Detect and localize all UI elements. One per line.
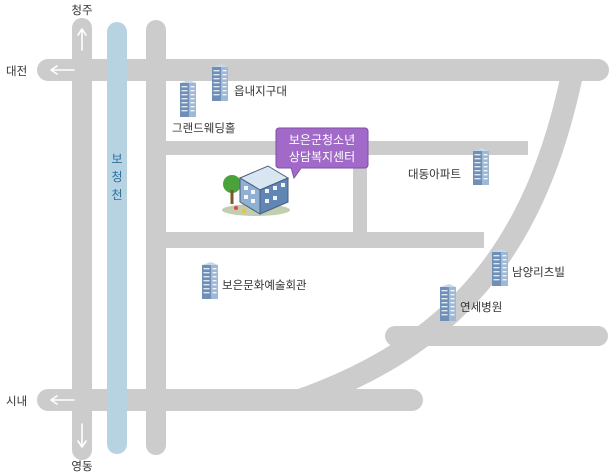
building-icon xyxy=(440,284,456,321)
landmark-label: 남양리츠빌 xyxy=(512,265,565,279)
direction-north-label: 청주 xyxy=(71,3,92,17)
direction-west-top-label: 대전 xyxy=(6,64,27,78)
landmark-culture-hall: 보은문화예술회관 xyxy=(202,262,307,299)
building-icon xyxy=(180,80,196,117)
target-label-line2: 상담복지센터 xyxy=(289,150,355,164)
building-icon xyxy=(212,64,228,101)
landmark-label: 보은문화예술회관 xyxy=(222,278,307,292)
landmark-label: 그랜드웨딩홀 xyxy=(172,121,235,135)
landmark-label: 연세병원 xyxy=(460,300,502,314)
arrow-left-icon xyxy=(50,395,75,405)
building-icon xyxy=(492,249,508,286)
river-label-2: 청 xyxy=(111,170,122,184)
landmark-daedong: 대동아파트 xyxy=(408,148,489,185)
river-label-1: 보 xyxy=(111,152,122,166)
building-icon xyxy=(202,262,218,299)
river: 보 청 천 xyxy=(107,22,127,454)
direction-arrows xyxy=(50,28,87,448)
landmark-yonsei: 연세병원 xyxy=(440,284,502,321)
landmark-label: 읍내지구대 xyxy=(234,84,287,98)
landmark-grand-wedding: 그랜드웨딩홀 xyxy=(172,80,235,135)
target-label-line1: 보은군청소년 xyxy=(289,133,355,147)
road-curve xyxy=(289,59,584,411)
landmark-eupnae: 읍내지구대 xyxy=(212,64,287,101)
landmark-label: 대동아파트 xyxy=(408,167,461,181)
direction-west-bottom-label: 시내 xyxy=(6,394,27,408)
river-stream xyxy=(107,22,127,454)
arrow-left-icon xyxy=(50,65,75,75)
target-callout: 보은군청소년 상담복지센터 xyxy=(275,127,369,180)
arrow-up-icon xyxy=(77,28,87,51)
arrow-down-icon xyxy=(77,423,87,448)
road-network xyxy=(37,18,609,460)
building-icon xyxy=(473,148,489,185)
river-label-3: 천 xyxy=(111,187,122,202)
landmark-namyang: 남양리츠빌 xyxy=(492,249,565,286)
target-building-icon xyxy=(222,165,290,216)
direction-south-label: 영동 xyxy=(71,459,92,473)
